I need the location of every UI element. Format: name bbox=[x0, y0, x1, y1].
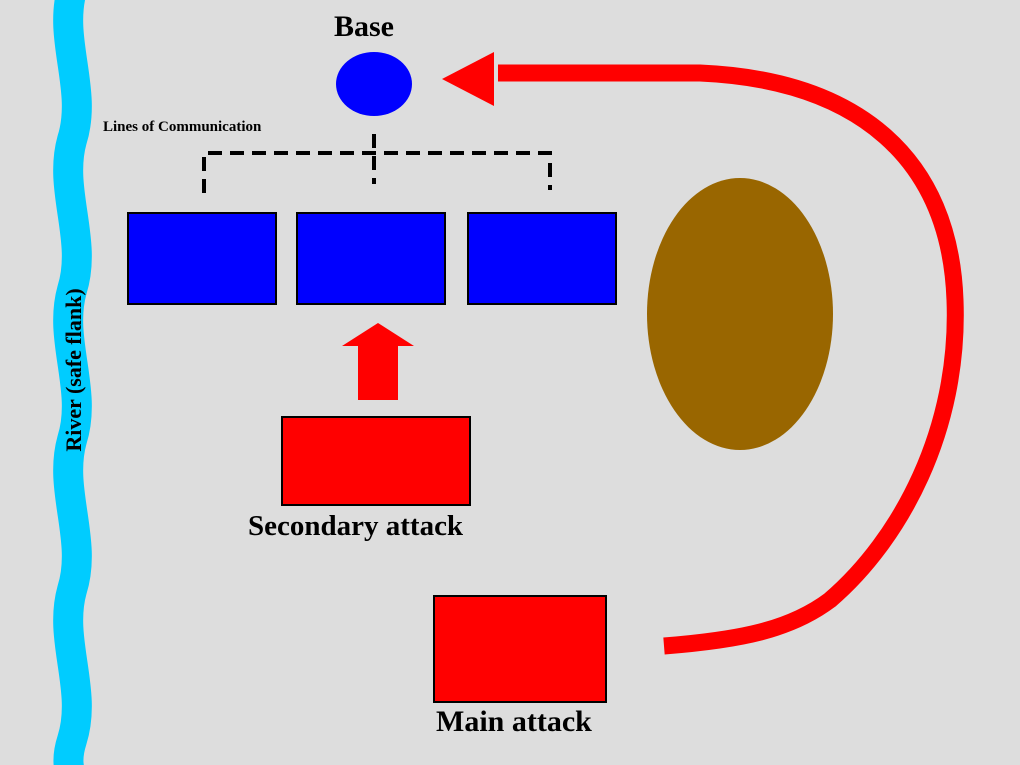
loc-horizontal-line bbox=[202, 151, 552, 193]
secondary-attack-label: Secondary attack bbox=[248, 510, 464, 542]
base-label: Base bbox=[334, 10, 394, 43]
friendly-unit-left bbox=[127, 212, 277, 305]
main-attack-unit bbox=[433, 595, 607, 703]
lines-of-communication-label: Lines of Communication bbox=[103, 119, 262, 135]
lines-of-communication bbox=[202, 134, 552, 193]
friendly-unit-center bbox=[296, 212, 446, 305]
river-label: River (safe flank) bbox=[61, 288, 86, 452]
friendly-unit-right bbox=[467, 212, 617, 305]
main-attack-label: Main attack bbox=[436, 705, 592, 738]
river-band bbox=[53, 0, 92, 765]
main-attack-arrow-shaft bbox=[498, 64, 964, 655]
secondary-attack-arrow bbox=[342, 323, 414, 400]
main-attack-arrowhead bbox=[442, 52, 494, 106]
secondary-attack-unit bbox=[281, 416, 471, 506]
terrain-obstacle bbox=[647, 178, 833, 450]
base-ellipse bbox=[336, 52, 412, 116]
